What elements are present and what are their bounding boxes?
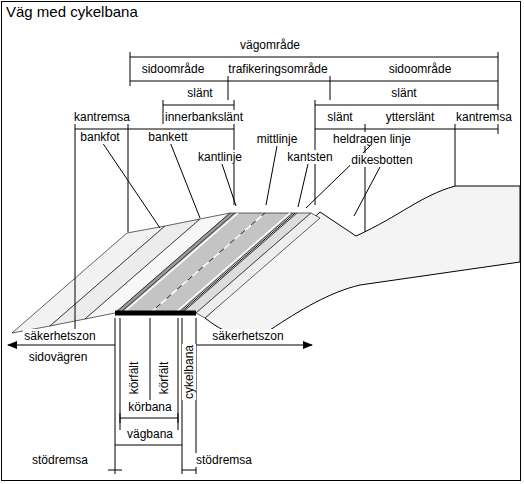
part-label: körbana [127, 400, 172, 414]
road-marking [180, 213, 295, 313]
part-label: cykelbana [182, 344, 196, 400]
road-marking [175, 213, 290, 313]
road-marking [150, 213, 265, 313]
part-label: slänt [326, 110, 353, 124]
part-label: kantremsa [73, 110, 131, 124]
part-label: stödremsa [195, 453, 253, 467]
part-label: sidoområde [388, 62, 453, 76]
part-label: körfält [157, 361, 171, 396]
part-label: sidovägren [28, 350, 89, 364]
part-label: säkerhetszon [23, 329, 96, 343]
part-label: slänt [390, 86, 417, 100]
part-label: heldragen linje [332, 132, 412, 146]
part-label: sidoområde [141, 62, 206, 76]
part-label: slänt [186, 86, 213, 100]
part-label: säkerhetszon [211, 329, 284, 343]
part-label: vägbana [126, 427, 174, 441]
road-strip [196, 213, 320, 318]
diagram-title: Väg med cykelbana [6, 3, 138, 21]
part-label: kantlinje [197, 150, 243, 164]
road-marking [123, 213, 238, 313]
road-strip [182, 213, 311, 313]
part-label: kantsten [286, 150, 333, 164]
part-label: bankfot [79, 130, 120, 144]
part-label: trafikeringsområde [227, 62, 328, 76]
part-label: stödremsa [31, 453, 89, 467]
part-label: mittlinje [256, 132, 299, 146]
part-label: dikesbotten [350, 153, 413, 167]
part-label: vägområde [239, 38, 301, 52]
part-label: kantremsa [455, 110, 513, 124]
part-label: ytterslänt [385, 110, 436, 124]
part-label: innerbankslänt [164, 110, 244, 124]
road-strip [178, 213, 297, 313]
part-label: bankett [147, 130, 188, 144]
part-label: körfält [127, 361, 141, 396]
